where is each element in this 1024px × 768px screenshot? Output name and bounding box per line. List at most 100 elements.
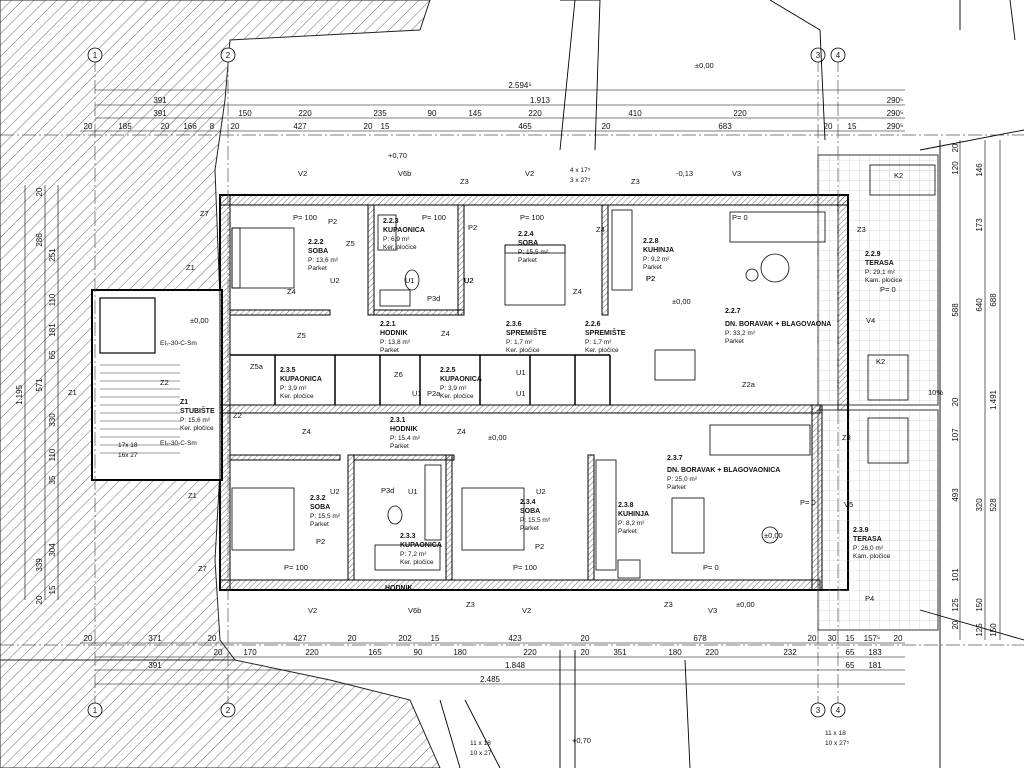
room-2-2-2: 2.2.2 SOBA P: 13,6 m² Parket (308, 239, 339, 272)
svg-text:2.2.9: 2.2.9 (865, 251, 881, 258)
dim-top-r4-4: 8 (210, 122, 215, 131)
svg-text:Ker. pločice: Ker. pločice (383, 244, 417, 251)
dim-left-0: 20 (35, 187, 44, 196)
grid-axis-4-bottom: 4 (836, 706, 841, 715)
svg-text:Parket: Parket (725, 338, 744, 345)
dim-bot-r1-11: 30 (828, 634, 837, 643)
tag: Z6 (394, 370, 403, 379)
svg-text:P: 9,2 m²: P: 9,2 m² (643, 256, 670, 263)
dim-right-1: 120 (951, 161, 960, 175)
tag: U2 (464, 276, 474, 285)
tag: Z1 (188, 491, 197, 500)
svg-text:KUPAONICA: KUPAONICA (400, 542, 442, 549)
dim-right-5: 640 (975, 298, 984, 312)
dim-bot-r2-11: 232 (783, 648, 797, 657)
svg-text:HODNIK: HODNIK (390, 426, 418, 433)
room-2-3-1: 2.3.1 HODNIK P: 15,4 m² Parket (390, 417, 421, 450)
tag: U1 (516, 389, 526, 398)
svg-text:SPREMIŠTE: SPREMIŠTE (506, 328, 547, 337)
dim-bot-r3-0: 391 (148, 661, 162, 670)
svg-text:KUHINJA: KUHINJA (643, 247, 674, 254)
dim-bot-r2-10: 220 (705, 648, 719, 657)
level-marker: ±0,00 (695, 61, 714, 70)
svg-text:TERASA: TERASA (853, 536, 882, 543)
level-marker: ±0,00 (488, 433, 507, 442)
fire-rating: EI₂-30-C-Sm (160, 440, 197, 447)
room-2-2-8: 2.2.8 KUHINJA P: 9,2 m² Parket (643, 238, 674, 271)
stair-label: 11 x 18 (825, 730, 846, 737)
dim-left-1: 286 (35, 233, 44, 247)
tag: Z4 (573, 287, 582, 296)
stair-label: 17x 18 (118, 442, 138, 449)
level-marker: ±0,00 (736, 600, 755, 609)
dim-top-r2-0: 391 (153, 96, 167, 105)
svg-text:2.2.8: 2.2.8 (643, 238, 659, 245)
svg-text:P: 15,5 m²: P: 15,5 m² (310, 513, 341, 520)
dim-top-r4-14: 290⁵ (887, 122, 904, 131)
tag: K2 (876, 357, 885, 366)
dim-top-r3-2: 220 (298, 109, 312, 118)
tag: U1 (412, 389, 422, 398)
svg-text:P: 29,1 m²: P: 29,1 m² (865, 269, 896, 276)
dim-top-r4-11: 683 (718, 122, 732, 131)
tag: U1 (408, 487, 418, 496)
dim-bot-r1-0: 20 (84, 634, 93, 643)
tag: Z3 (631, 177, 640, 186)
dim-top-r3-5: 145 (468, 109, 482, 118)
svg-text:KUPAONICA: KUPAONICA (440, 376, 482, 383)
dim-top-r4-8: 15 (381, 122, 390, 131)
tag: U2 (464, 276, 474, 285)
dim-top-r4-10: 20 (602, 122, 611, 131)
tag: V2 (298, 169, 307, 178)
room-2-3-7: 2.3.7 DN. BORAVAK + BLAGOVAONICA P: 25,0… (667, 455, 780, 491)
level-marker: ±0,00 (672, 297, 691, 306)
svg-text:TERASA: TERASA (865, 260, 894, 267)
svg-text:Parket: Parket (618, 528, 637, 535)
dim-top-r4-2: 20 (161, 122, 170, 131)
tag: U1 (405, 276, 415, 285)
dim-bot-r1-13: 157⁵ (864, 634, 881, 643)
dim-right-15: 150 (975, 598, 984, 612)
level-marker: -0,13 (676, 169, 693, 178)
svg-text:P: 15,5 m²: P: 15,5 m² (518, 249, 549, 256)
site-lines (439, 0, 1024, 768)
tag: V2 (522, 606, 531, 615)
dim-bot-r1-10: 20 (808, 634, 817, 643)
level-marker: ±0,00 (190, 316, 209, 325)
svg-text:2.2.3: 2.2.3 (383, 218, 399, 225)
tag: P2 (646, 274, 655, 283)
walls (219, 194, 849, 591)
tag: Z3 (664, 600, 673, 609)
svg-text:KUPAONICA: KUPAONICA (280, 376, 322, 383)
dim-top-r2-1: 1.913 (530, 96, 551, 105)
room-2-2-3: 2.2.3 KUPAONICA P: 6,9 m² Ker. pločice (383, 218, 425, 251)
dim-left-10: 35 (48, 475, 57, 484)
dim-top-r3-9: 290⁵ (887, 109, 904, 118)
svg-text:Ker. pločice: Ker. pločice (440, 393, 474, 400)
dim-bot-r2-13: 183 (868, 648, 882, 657)
dim-right-8: 1.491 (989, 389, 998, 410)
dim-left-8: 330 (48, 413, 57, 427)
dim-bot-r2-5: 180 (453, 648, 467, 657)
svg-text:P: 13,6 m²: P: 13,6 m² (308, 257, 339, 264)
dim-bot-r1-7: 423 (508, 634, 522, 643)
dim-right-7: 20 (951, 397, 960, 406)
svg-text:Kam. pločice: Kam. pločice (853, 553, 891, 560)
tag: P2a (427, 389, 441, 398)
svg-text:2.3.8: 2.3.8 (618, 502, 634, 509)
dim-bot-r1-12: 15 (846, 634, 855, 643)
svg-text:Ker. pločice: Ker. pločice (280, 393, 314, 400)
tag: Z4 (302, 427, 311, 436)
dim-bot-r2-1: 170 (243, 648, 257, 657)
svg-text:2.2.2: 2.2.2 (308, 239, 324, 246)
tag: Z5a (250, 362, 264, 371)
grid-lines (0, 58, 1024, 705)
dim-top-r4-3: 166 (183, 122, 197, 131)
dim-left-4: 110 (48, 293, 57, 306)
dim-right-4: 588 (951, 303, 960, 317)
dim-left-5: 65 (48, 350, 57, 359)
tag: P3d (427, 294, 440, 303)
dim-bot-r1-9: 678 (693, 634, 707, 643)
tag: Z2 (160, 378, 169, 387)
svg-text:Parket: Parket (308, 265, 327, 272)
